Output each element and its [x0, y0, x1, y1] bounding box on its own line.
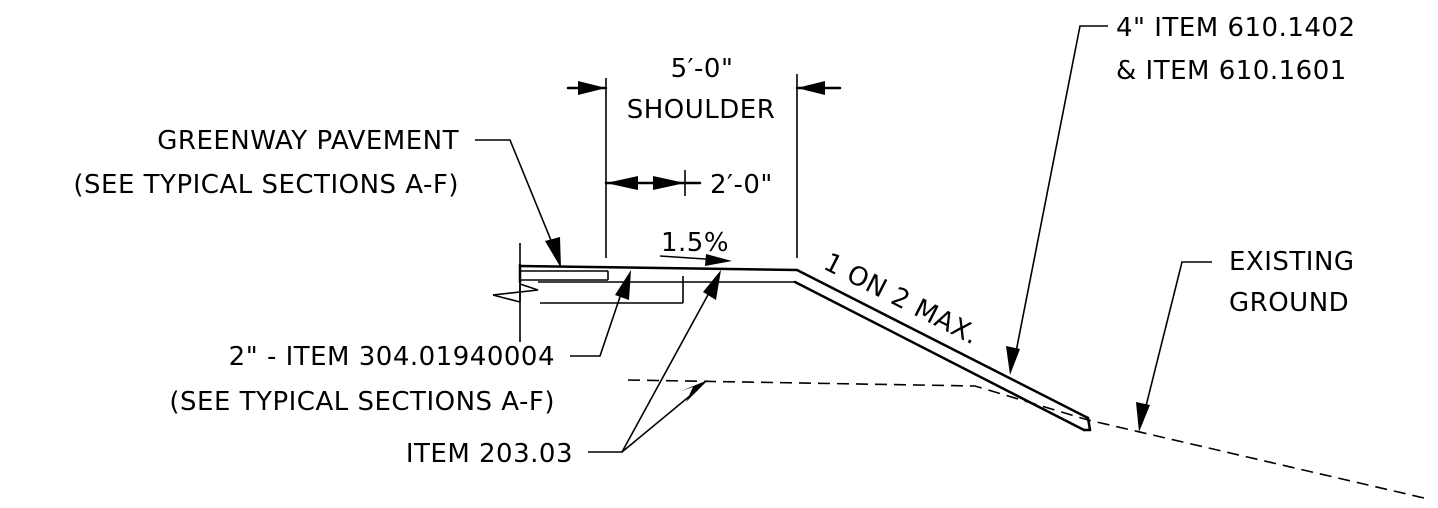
greenway-label-line1: GREENWAY PAVEMENT [157, 126, 459, 156]
shoulder-dim-label: 5′-0" [671, 54, 734, 84]
item203-leader [588, 270, 721, 453]
two-foot-dim-label: 2′-0" [710, 170, 773, 200]
item203-label: ITEM 203.03 [406, 439, 573, 469]
item304-leader [570, 270, 631, 357]
existing-label-line1: EXISTING [1229, 247, 1355, 277]
cross-slope-label: 1.5% [661, 228, 729, 258]
two-foot-dimension [604, 170, 702, 196]
greenway-leader [475, 139, 561, 268]
item610-label-line1: 4" ITEM 610.1402 [1116, 13, 1356, 43]
item610-label-line2: & ITEM 610.1601 [1116, 56, 1347, 86]
item304-label-line1: 2" - ITEM 304.01940004 [229, 342, 555, 372]
existing-ground-leader [1136, 261, 1212, 432]
item610-leader [1006, 25, 1108, 375]
shoulder-label: SHOULDER [627, 95, 776, 125]
existing-ground-line [627, 379, 1425, 499]
item304-label-line2: (SEE TYPICAL SECTIONS A-F) [169, 387, 555, 417]
greenway-label-line2: (SEE TYPICAL SECTIONS A-F) [73, 170, 459, 200]
cross-slope-arrow [659, 254, 732, 266]
pavement-section [492, 243, 1092, 432]
existing-label-line2: GROUND [1229, 288, 1349, 318]
shoulder-dimension [566, 74, 842, 258]
